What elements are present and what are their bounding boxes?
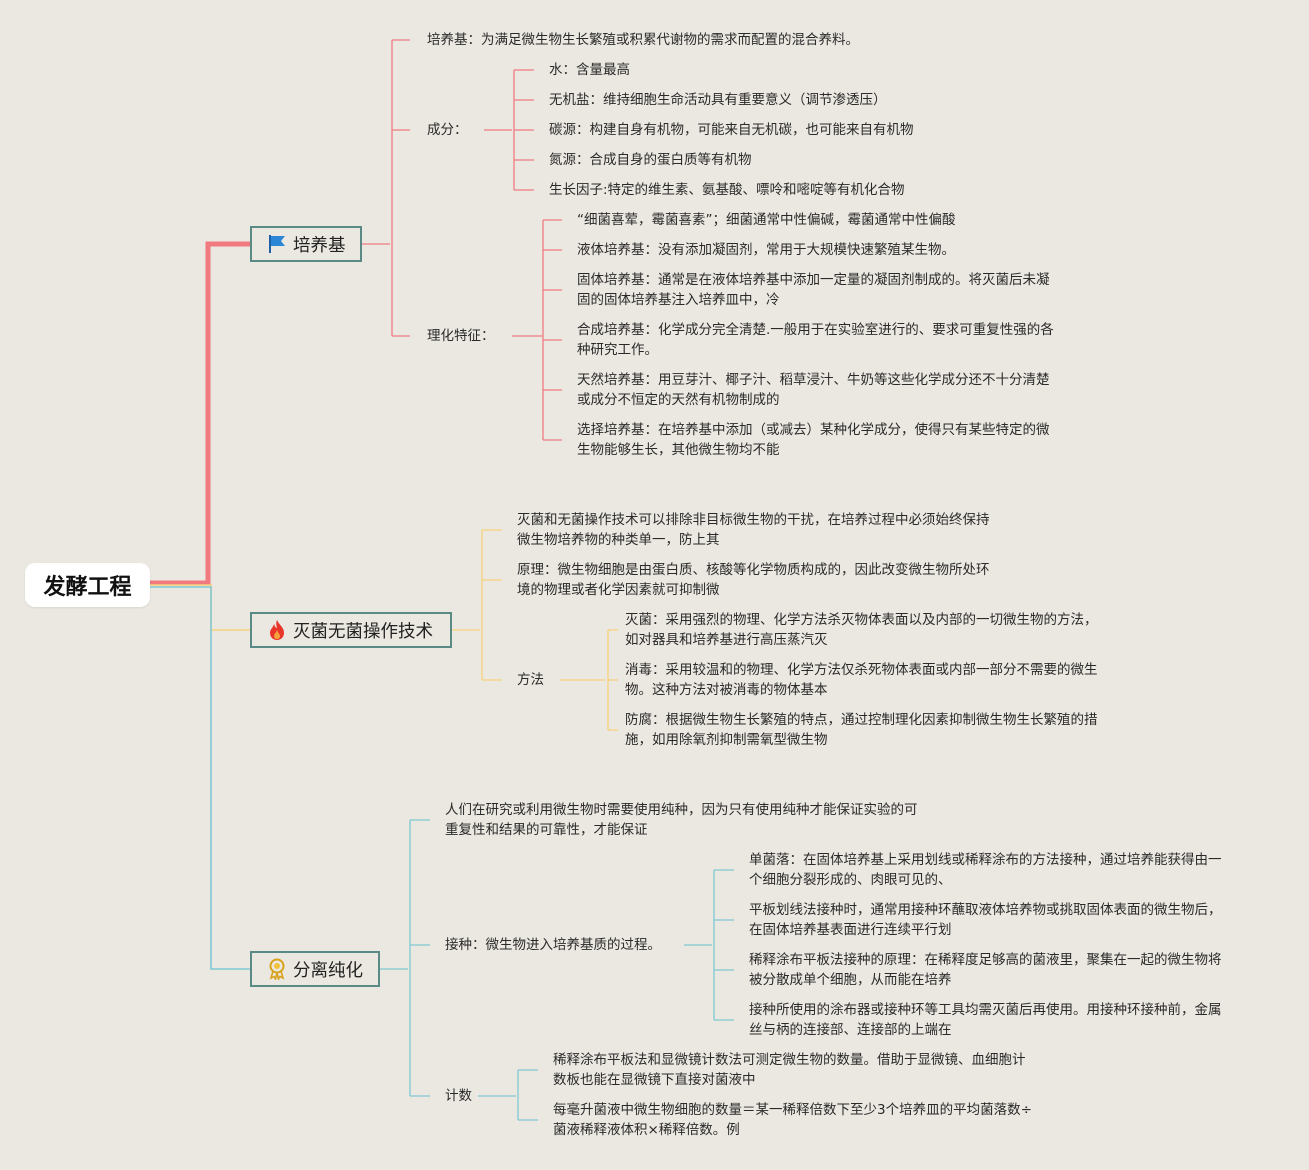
characteristic-item-line2: 或成分不恒定的天然有机物制成的	[577, 392, 780, 408]
purify-intro: 人们在研究或利用微生物时需要使用纯种，因为只有使用纯种才能保证实验的可	[445, 802, 918, 818]
sterile-intro: 灭菌和无菌操作技术可以排除非目标微生物的干扰，在培养过程中必须始终保持	[517, 512, 990, 528]
component-item: 碳源：构建自身有机物，可能来自无机碳，也可能来自有机物	[549, 122, 914, 138]
counting-item: 每毫升菌液中微生物细胞的数量＝某一稀释倍数下至少3个培养皿的平均菌落数÷	[553, 1102, 1032, 1118]
methods-label: 方法	[517, 672, 544, 688]
component-item: 生长因子:特定的维生素、氨基酸、嘌呤和嘧啶等有机化合物	[549, 182, 905, 198]
inoculation-item: 单菌落：在固体培养基上采用划线或稀释涂布的方法接种，通过培养能获得由一	[749, 852, 1222, 868]
branch-culture-medium[interactable]: 培养基	[250, 226, 362, 262]
counting-item-line2: 数板也能在显微镜下直接对菌液中	[553, 1072, 756, 1088]
branch-culture-medium-label: 培养基	[293, 235, 346, 256]
sterile-intro-line2: 微生物培养物的种类单一，防上其	[517, 532, 720, 548]
characteristic-item-line2: 固的固体培养基注入培养皿中，冷	[577, 292, 780, 308]
fire-icon	[266, 619, 288, 641]
inoculation-item: 平板划线法接种时，通常用接种环蘸取液体培养物或挑取固体表面的微生物后，	[749, 902, 1222, 918]
inoculation-label: 接种：微生物进入培养基质的过程。	[445, 937, 661, 953]
characteristic-item: “细菌喜荤，霉菌喜素”；细菌通常中性偏碱，霉菌通常中性偏酸	[577, 212, 956, 228]
inoculation-item-line2: 在固体培养基表面进行连续平行划	[749, 922, 952, 938]
characteristic-item: 合成培养基：化学成分完全清楚.一般用于在实验室进行的、要求可重复性强的各	[577, 322, 1054, 338]
award-icon	[266, 958, 288, 980]
characteristic-item: 天然培养基：用豆芽汁、椰子汁、稻草浸汁、牛奶等这些化学成分还不十分清楚	[577, 372, 1050, 388]
component-item: 氮源：合成自身的蛋白质等有机物	[549, 152, 752, 168]
characteristic-item: 选择培养基：在培养基中添加（或减去）某种化学成分，使得只有某些特定的微	[577, 422, 1050, 438]
component-item: 水：含量最高	[549, 62, 630, 78]
sterile-principle: 原理：微生物细胞是由蛋白质、核酸等化学物质构成的，因此改变微生物所处环	[517, 562, 990, 578]
culture-medium-definition: 培养基：为满足微生物生长繁殖或积累代谢物的需求而配置的混合养料。	[427, 32, 859, 48]
inoculation-item-line2: 丝与柄的连接部、连接部的上端在	[749, 1022, 952, 1038]
method-item-line2: 物。这种方法对被消毒的物体基本	[625, 682, 828, 698]
root-to-purify-line	[150, 586, 250, 970]
characteristic-item: 液体培养基：没有添加凝固剂，常用于大规模快速繁殖某生物。	[577, 242, 955, 258]
branch-isolation-purification[interactable]: 分离纯化	[250, 951, 380, 987]
components-label: 成分：	[427, 122, 468, 138]
counting-item: 稀释涂布平板法和显微镜计数法可测定微生物的数量。借助于显微镜、血细胞计	[553, 1052, 1026, 1068]
method-item: 灭菌：采用强烈的物理、化学方法杀灭物体表面以及内部的一切微生物的方法，	[625, 612, 1098, 628]
component-item: 无机盐：维持细胞生命活动具有重要意义（调节渗透压）	[549, 92, 887, 108]
root-title: 发酵工程	[43, 575, 132, 600]
flag-icon	[266, 233, 288, 255]
method-item: 消毒：采用较温和的物理、化学方法仅杀死物体表面或内部一部分不需要的微生	[625, 662, 1098, 678]
root-node[interactable]: 发酵工程	[25, 563, 150, 607]
characteristics-label: 理化特征：	[427, 328, 495, 344]
root-to-sterile-line	[150, 584, 250, 631]
purify-intro-line2: 重复性和结果的可靠性，才能保证	[445, 822, 648, 838]
inoculation-item-line2: 个细胞分裂形成的、肉眼可见的、	[749, 872, 952, 888]
method-item-line2: 如对器具和培养基进行高压蒸汽灭	[625, 632, 828, 648]
method-item: 防腐：根据微生物生长繁殖的特点，通过控制理化因素抑制微生物生长繁殖的措	[625, 712, 1098, 728]
root-to-culture-line	[150, 241, 250, 586]
branch-sterile-technique[interactable]: 灭菌无菌操作技术	[250, 612, 452, 648]
sterile-principle-line2: 境的物理或者化学因素就可抑制微	[517, 582, 720, 598]
inoculation-item: 稀释涂布平板法接种的原理：在稀释度足够高的菌液里，聚集在一起的微生物将	[749, 952, 1222, 968]
branch-isolation-purification-label: 分离纯化	[293, 960, 363, 981]
characteristic-item-line2: 种研究工作。	[577, 342, 658, 358]
characteristic-item-line2: 生物能够生长，其他微生物均不能	[577, 442, 780, 458]
method-item-line2: 施，如用除氧剂抑制需氧型微生物	[625, 732, 828, 748]
characteristic-item: 固体培养基：通常是在液体培养基中添加一定量的凝固剂制成的。将灭菌后未凝	[577, 272, 1050, 288]
counting-item-line2: 菌液稀释液体积×稀释倍数。例	[553, 1122, 740, 1138]
inoculation-item: 接种所使用的涂布器或接种环等工具均需灭菌后再使用。用接种环接种前，金属	[749, 1002, 1222, 1018]
inoculation-item-line2: 被分散成单个细胞，从而能在培养	[749, 972, 952, 988]
counting-label: 计数	[445, 1088, 472, 1104]
branch-sterile-technique-label: 灭菌无菌操作技术	[293, 621, 433, 642]
